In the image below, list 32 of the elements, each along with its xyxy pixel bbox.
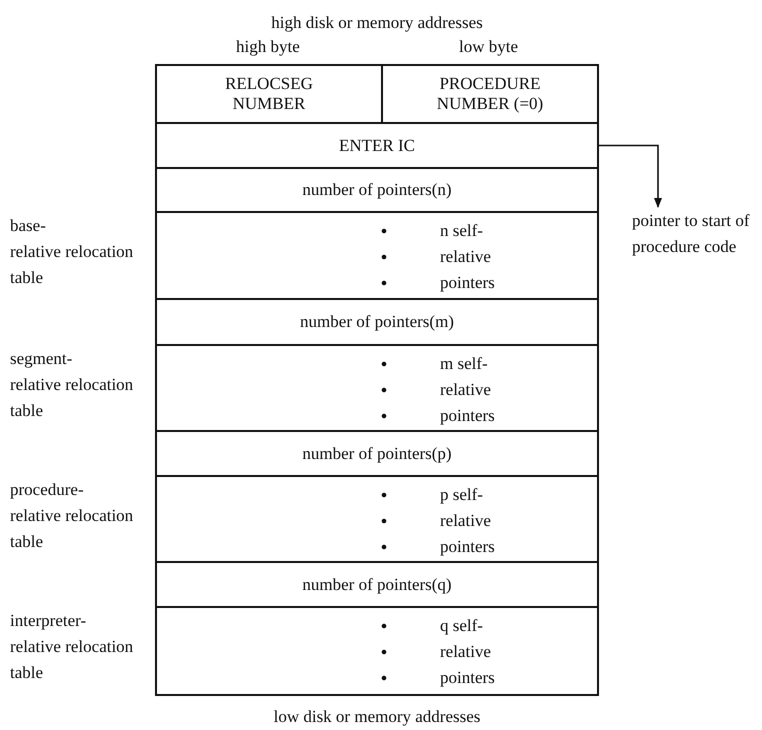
cell-text: p self- relative pointers bbox=[440, 484, 496, 558]
column-label: high byte bbox=[236, 36, 301, 58]
annotation-text: pointer to start of procedure code bbox=[632, 208, 762, 260]
memory-cell bbox=[155, 561, 599, 608]
cell-text: number of pointers(n) bbox=[301, 180, 453, 200]
cell-text: m self- relative pointers bbox=[440, 353, 496, 427]
memory-cell bbox=[381, 64, 599, 124]
column-label: low byte bbox=[459, 36, 520, 58]
side-label: procedure- relative relocation table bbox=[10, 479, 134, 553]
pointer-table-cell bbox=[155, 211, 599, 300]
memory-cell bbox=[155, 430, 599, 477]
cell-text: number of pointers(m) bbox=[299, 312, 455, 332]
memory-cell bbox=[155, 298, 599, 346]
arrow bbox=[599, 144, 662, 208]
cell-text: n self- relative pointers bbox=[440, 220, 496, 294]
footer-text: low disk or memory addresses bbox=[272, 706, 482, 728]
pointer-table-cell bbox=[155, 606, 599, 696]
side-label: base- relative relocation table bbox=[10, 215, 134, 289]
cell-text: q self- relative pointers bbox=[440, 615, 496, 689]
pointer-table-cell bbox=[155, 475, 599, 563]
cell-text: ENTER IC bbox=[338, 136, 416, 156]
heading-text: high disk or memory addresses bbox=[270, 12, 484, 34]
memory-cell bbox=[155, 167, 599, 213]
cell-text: RELOCSEG NUMBER bbox=[224, 74, 314, 114]
memory-cell bbox=[155, 122, 599, 169]
side-label: interpreter- relative relocation table bbox=[10, 610, 134, 684]
cell-text: PROCEDURE NUMBER (=0) bbox=[436, 74, 544, 114]
pointer-table-cell bbox=[155, 344, 599, 432]
cell-text: number of pointers(p) bbox=[301, 444, 453, 464]
cell-text: number of pointers(q) bbox=[301, 574, 453, 594]
side-label: segment- relative relocation table bbox=[10, 348, 134, 422]
memory-cell bbox=[155, 64, 383, 124]
